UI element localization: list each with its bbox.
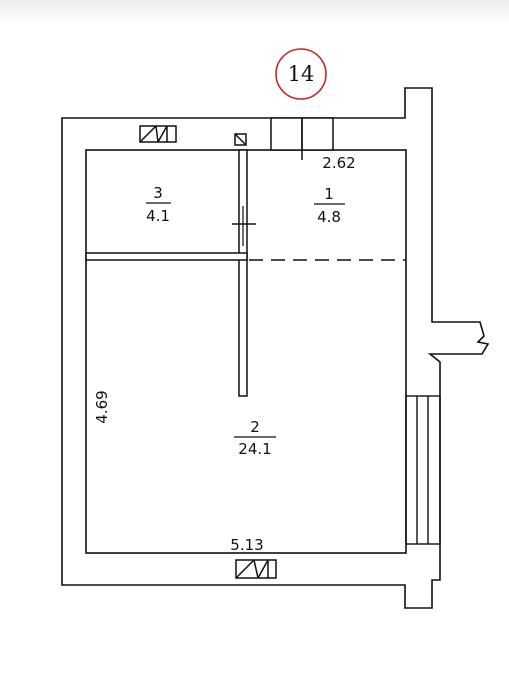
room-3-number: 3 [153, 184, 163, 202]
screenshot-top-bar [0, 0, 509, 24]
partition-vertical [238, 149, 248, 397]
window-right [405, 395, 441, 545]
vent-box [234, 133, 247, 146]
partition-horizontal [85, 252, 248, 261]
room-2-number: 2 [250, 418, 260, 436]
room-2-area: 24.1 [238, 440, 271, 458]
outer-wall [61, 87, 490, 609]
room-1-number: 1 [324, 185, 334, 203]
apartment-badge [275, 48, 327, 100]
window-bottom [235, 559, 277, 579]
dimension-room-width: 5.13 [230, 536, 263, 554]
window-top [139, 125, 177, 143]
dimension-corridor-width: 2.62 [322, 154, 355, 172]
room-1-area: 4.8 [317, 208, 341, 226]
dimension-room-height: 4.69 [93, 390, 111, 423]
apartment-number: 14 [288, 62, 315, 86]
room-3-area: 4.1 [146, 207, 170, 225]
